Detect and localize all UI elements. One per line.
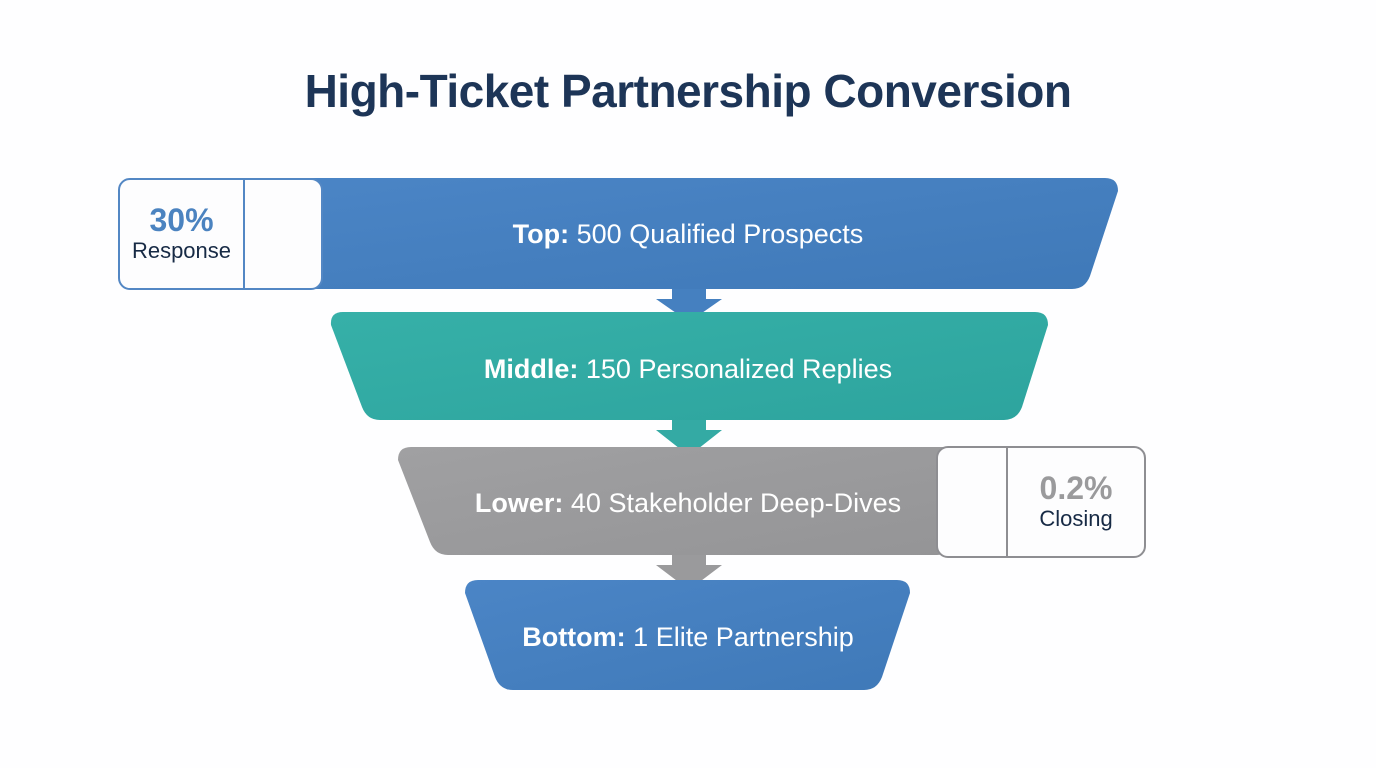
page-title: High-Ticket Partnership Conversion [304,65,1072,117]
stage-label-bottom-lead: Bottom: [522,622,626,652]
stage-label-lower-lead: Lower: [474,488,564,518]
annotation-closing[interactable]: 0.2% Closing [936,446,1146,558]
connector-arrow-middle-to-lower [656,420,722,456]
annotation-response-divider [243,180,245,288]
stage-label-bottom-rest: 1 Elite Partnership [625,622,854,652]
annotation-closing-divider [1006,448,1008,556]
annotation-response-content: 30% Response [120,180,243,288]
stage-label-middle: Middle: 150 Personalized Replies [0,354,1376,385]
stage-label-lower: Lower: 40 Stakeholder Deep-Dives [0,488,1376,519]
annotation-response[interactable]: 30% Response [118,178,323,290]
stage-label-middle-lead: Middle: [483,354,579,384]
funnel-stage-bottom[interactable] [465,580,910,690]
connector-arrow-lower-to-bottom [656,555,722,590]
annotation-response-percent: 30% [149,202,214,238]
stage-label-top-lead: Top: [512,219,570,249]
annotation-closing-caption: Closing [1039,505,1113,531]
funnel-stage-middle[interactable] [330,312,1048,420]
stage-label-bottom: Bottom: 1 Elite Partnership [0,622,1376,653]
annotation-response-caption: Response [131,237,232,263]
annotation-closing-content: 0.2% Closing [1008,448,1144,556]
annotation-response-spacer [245,180,321,288]
funnel-stage-lower[interactable] [398,447,978,555]
stage-label-middle-rest: 150 Personalized Replies [578,354,893,384]
connector-arrow-top-to-middle [656,289,722,322]
stage-label-top-rest: 500 Qualified Prospects [569,219,864,249]
annotation-closing-percent: 0.2% [1039,470,1113,506]
annotation-closing-spacer [938,448,1006,556]
stage-label-top: Top: 500 Qualified Prospects [0,219,1376,250]
funnel-stage-top[interactable] [255,178,1118,289]
stage-label-lower-rest: 40 Stakeholder Deep-Dives [563,488,902,518]
